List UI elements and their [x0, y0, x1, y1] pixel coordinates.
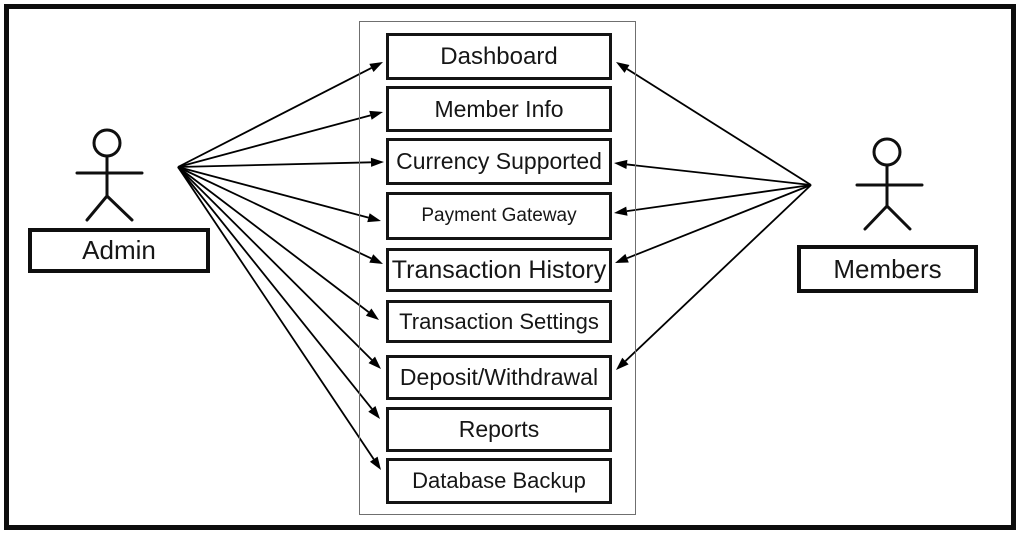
association-line-members-to-dashboard: [626, 68, 812, 186]
arrowhead-icon: [614, 159, 628, 170]
admin-figure-left-leg: [85, 194, 109, 222]
arrowhead-icon: [370, 157, 384, 167]
usecase-transaction-history-label: Transaction History: [391, 255, 607, 284]
usecase-transaction-settings: Transaction Settings: [386, 300, 612, 343]
arrowhead-icon: [368, 356, 381, 369]
association-line-admin-to-reports: [177, 166, 373, 410]
association-line-members-to-currency-supported: [626, 163, 812, 186]
association-line-admin-to-currency-supported: [177, 161, 372, 168]
usecase-payment-gateway: Payment Gateway: [386, 192, 612, 240]
usecase-payment-gateway-label: Payment Gateway: [421, 205, 577, 226]
admin-label-text: Admin: [82, 235, 156, 265]
arrowhead-icon: [616, 62, 630, 73]
admin-figure-right-leg: [105, 194, 134, 222]
usecase-database-backup-label: Database Backup: [412, 468, 586, 493]
usecase-deposit-withdrawal-label: Deposit/Withdrawal: [399, 364, 599, 390]
arrowhead-icon: [369, 110, 383, 120]
arrowhead-icon: [614, 206, 628, 216]
usecase-reports: Reports: [386, 407, 612, 452]
members-actor-label: Members: [797, 245, 978, 293]
association-line-admin-to-database-backup: [177, 166, 375, 460]
usecase-currency-supported-label: Currency Supported: [396, 148, 602, 174]
arrowhead-icon: [369, 254, 383, 264]
arrowhead-icon: [367, 213, 381, 223]
association-line-members-to-deposit-withdrawal: [624, 184, 812, 362]
association-line-admin-to-payment-gateway: [177, 166, 369, 219]
usecase-reports-label: Reports: [458, 416, 540, 442]
association-line-admin-to-dashboard: [177, 67, 372, 168]
association-line-admin-to-transaction-settings: [177, 166, 370, 313]
association-line-admin-to-transaction-history: [177, 166, 372, 260]
arrowhead-icon: [368, 405, 380, 419]
usecase-transaction-history: Transaction History: [386, 248, 612, 292]
members-figure-left-leg: [863, 204, 889, 231]
usecase-transaction-settings-label: Transaction Settings: [399, 308, 599, 334]
arrowhead-icon: [365, 308, 379, 320]
usecase-system-boundary: [359, 21, 636, 515]
arrowhead-icon: [616, 357, 629, 370]
members-figure-right-leg: [885, 204, 912, 231]
members-actor-figure: [855, 137, 924, 231]
association-line-members-to-payment-gateway: [626, 184, 812, 213]
usecase-member-info-label: Member Info: [434, 95, 564, 122]
usecase-database-backup: Database Backup: [386, 458, 612, 504]
association-line-admin-to-member-info: [177, 114, 371, 168]
members-label-text: Members: [833, 253, 942, 284]
members-figure-head: [872, 137, 902, 167]
usecase-dashboard: Dashboard: [386, 33, 612, 80]
usecase-dashboard-label: Dashboard: [440, 42, 558, 70]
admin-figure-head: [92, 128, 122, 158]
association-line-admin-to-deposit-withdrawal: [177, 166, 373, 361]
usecase-member-info: Member Info: [386, 86, 612, 132]
arrowhead-icon: [369, 62, 383, 73]
usecase-deposit-withdrawal: Deposit/Withdrawal: [386, 355, 612, 400]
association-line-members-to-transaction-history: [626, 184, 812, 260]
admin-actor-figure: [75, 128, 144, 222]
arrowhead-icon: [369, 456, 381, 470]
admin-actor-label: Admin: [28, 228, 210, 273]
arrowhead-icon: [615, 253, 629, 263]
usecase-currency-supported: Currency Supported: [386, 138, 612, 185]
